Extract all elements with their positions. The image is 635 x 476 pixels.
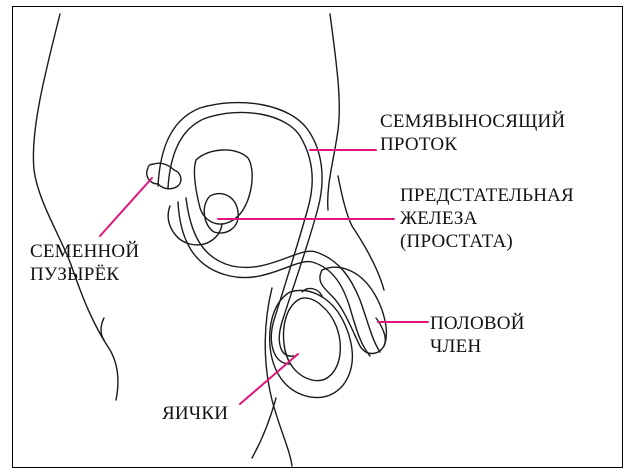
- body-back-outline: [33, 14, 118, 400]
- label-prostate: ПРЕДСТАТЕЛЬНАЯ ЖЕЛЕЗА (ПРОСТАТА): [400, 184, 574, 253]
- label-testes: ЯИЧКИ: [162, 402, 228, 425]
- testis-outline: [284, 298, 341, 381]
- thigh-crease: [252, 398, 276, 458]
- label-vas-deferens-line2: ПРОТОК: [380, 133, 565, 156]
- thigh-outline: [265, 288, 292, 466]
- bladder-outline: [194, 150, 252, 224]
- seminal-vesicle-lobe: [168, 206, 222, 245]
- label-seminal-vesicle-line2: ПУЗЫРЁК: [30, 263, 139, 286]
- penis-outline: [320, 267, 386, 353]
- label-prostate-line2: ЖЕЛЕЗА: [400, 207, 574, 230]
- label-seminal-vesicle: СЕМЕННОЙ ПУЗЫРЁК: [30, 240, 139, 286]
- label-penis-line1: ПОЛОВОЙ: [430, 312, 525, 335]
- label-prostate-line1: ПРЕДСТАТЕЛЬНАЯ: [400, 184, 574, 207]
- pointer-testes: [240, 354, 298, 404]
- seminal-vesicle-coil: [147, 163, 181, 189]
- vas-deferens-inner: [168, 112, 312, 364]
- label-penis: ПОЛОВОЙ ЧЛЕН: [430, 312, 525, 358]
- label-vas-deferens-line1: СЕМЯВЫНОСЯЩИЙ: [380, 110, 565, 133]
- label-seminal-vesicle-line1: СЕМЕННОЙ: [30, 240, 139, 263]
- label-prostate-line3: (ПРОСТАТА): [400, 230, 574, 253]
- pointer-seminal-vesicle: [100, 178, 152, 236]
- body-front-outline: [328, 14, 340, 210]
- urethra-outer: [186, 198, 380, 352]
- label-vas-deferens: СЕМЯВЫНОСЯЩИЙ ПРОТОК: [380, 110, 565, 156]
- label-testes-line1: ЯИЧКИ: [162, 402, 228, 425]
- label-penis-line2: ЧЛЕН: [430, 335, 525, 358]
